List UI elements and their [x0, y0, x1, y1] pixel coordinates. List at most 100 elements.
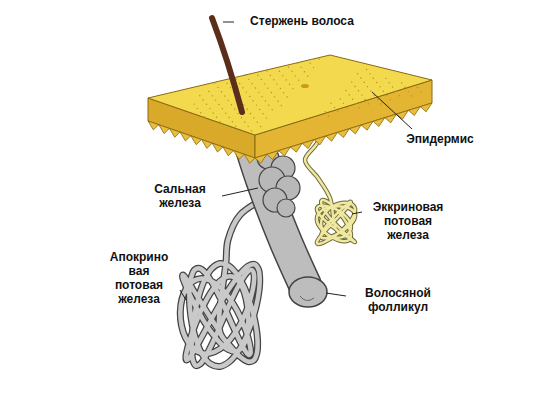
leader-line	[223, 22, 234, 23]
skin-texture	[355, 103, 356, 104]
skin-texture	[237, 113, 238, 114]
skin-texture	[258, 92, 259, 93]
leader-line	[372, 92, 412, 129]
skin-texture	[379, 86, 380, 87]
skin-texture	[385, 78, 386, 79]
skin-texture	[328, 115, 329, 116]
skin-texture	[349, 94, 350, 95]
skin-texture	[289, 84, 290, 85]
skin-texture	[247, 109, 248, 110]
skin-texture	[330, 102, 331, 103]
apocrine-gland	[180, 200, 262, 367]
skin-texture	[340, 98, 341, 99]
skin-texture	[262, 113, 263, 114]
skin-texture	[228, 117, 229, 118]
skin-texture	[252, 100, 253, 101]
skin-texture	[215, 99, 216, 100]
apocrine-gland-outline	[180, 200, 262, 367]
part-label: Эпидермис	[398, 132, 482, 146]
skin-texture	[268, 105, 269, 106]
skin-texture	[367, 86, 368, 87]
skin-texture	[420, 91, 421, 92]
skin-texture	[392, 86, 393, 87]
skin-texture	[239, 83, 240, 84]
sebaceous-lobe	[277, 199, 295, 217]
skin-texture	[266, 117, 267, 118]
skin-texture	[261, 79, 262, 80]
skin-texture	[257, 75, 258, 76]
skin-texture	[232, 121, 233, 122]
skin-texture	[280, 88, 281, 89]
skin-texture	[395, 91, 396, 92]
skin-texture	[282, 75, 283, 76]
skin-texture	[261, 96, 262, 97]
skin-texture	[256, 104, 257, 105]
hair-bulb	[289, 277, 327, 307]
skin-texture	[206, 104, 207, 105]
skin-texture	[202, 99, 203, 100]
skin-texture	[281, 105, 282, 106]
skin-texture	[334, 107, 335, 108]
skin-texture	[368, 103, 369, 104]
skin-texture	[271, 92, 272, 93]
skin-texture	[248, 79, 249, 80]
skin-texture	[259, 109, 260, 110]
skin-texture	[272, 109, 273, 110]
skin-texture	[270, 75, 271, 76]
part-label: Эккриновая потовая железа	[362, 200, 454, 242]
skin-texture	[247, 126, 248, 127]
skin-texture	[354, 86, 355, 87]
skin-texture	[231, 104, 232, 105]
skin-texture	[149, 97, 150, 98]
skin-texture	[208, 91, 209, 92]
part-label: Стержень волоса	[237, 14, 367, 28]
skin-texture	[283, 92, 284, 93]
skin-texture	[359, 107, 360, 108]
skin-texture	[345, 90, 346, 91]
skin-texture	[197, 108, 198, 109]
skin-texture	[380, 103, 381, 104]
skin-texture	[313, 67, 314, 68]
epidermis-surface	[148, 55, 432, 135]
skin-texture	[352, 99, 353, 100]
skin-texture	[285, 79, 286, 80]
skin-texture	[225, 112, 226, 113]
skin-texture	[304, 71, 305, 72]
skin-texture	[230, 87, 231, 88]
skin-texture	[267, 88, 268, 89]
skin-texture	[251, 83, 252, 84]
skin-texture	[257, 122, 258, 123]
skin-texture	[361, 94, 362, 95]
skin-texture	[383, 90, 384, 91]
hair-shaft	[212, 18, 242, 112]
skin-texture	[369, 73, 370, 74]
skin-texture	[276, 83, 277, 84]
skin-texture	[404, 87, 405, 88]
skin-texture	[337, 111, 338, 112]
skin-texture	[288, 66, 289, 67]
skin-texture	[376, 82, 377, 83]
skin-texture	[241, 117, 242, 118]
skin-texture	[264, 83, 265, 84]
skin-texture	[221, 91, 222, 92]
part-label: Сальная железа	[140, 182, 220, 210]
skin-texture	[253, 117, 254, 118]
skin-texture	[388, 82, 389, 83]
skin-texture	[224, 95, 225, 96]
skin-texture	[386, 95, 387, 96]
skin-texture	[417, 87, 418, 88]
leader-line	[326, 293, 346, 296]
skin-texture	[274, 96, 275, 97]
skin-texture	[389, 99, 390, 100]
skin-texture	[227, 100, 228, 101]
skin-texture	[319, 58, 320, 59]
skin-texture	[366, 69, 367, 70]
skin-texture	[212, 95, 213, 96]
skin-texture	[222, 108, 223, 109]
skin-texture	[265, 100, 266, 101]
skin-texture	[216, 117, 217, 118]
skin-texture	[297, 62, 298, 63]
skin-texture	[213, 112, 214, 113]
skin-texture	[226, 83, 227, 84]
